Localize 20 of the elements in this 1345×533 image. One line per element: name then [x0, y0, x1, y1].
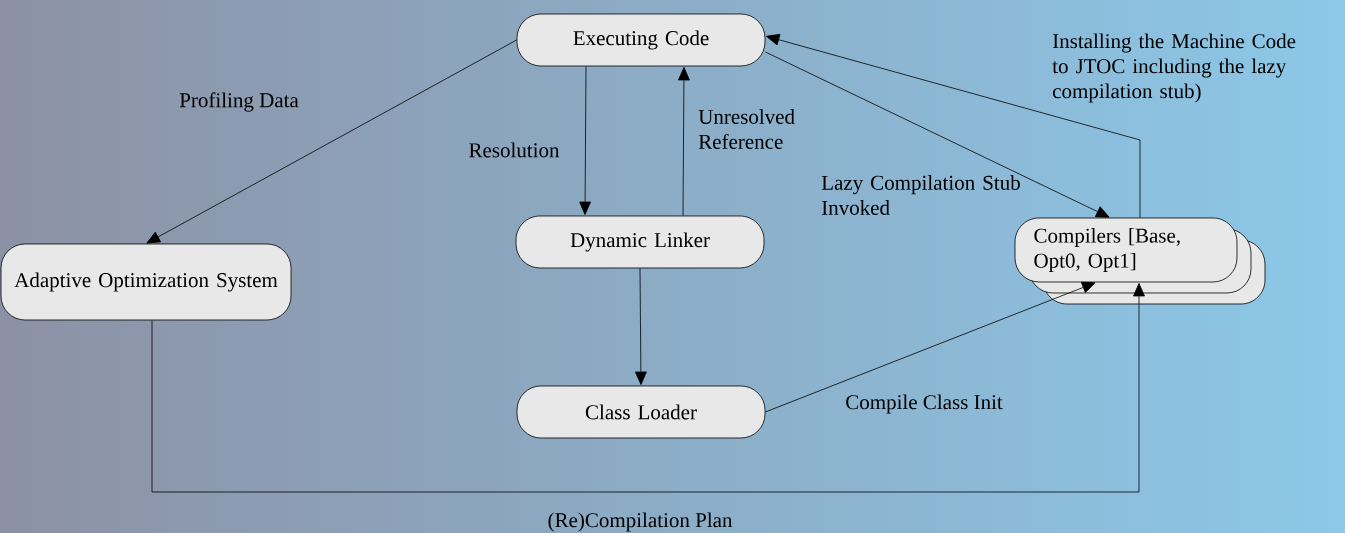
- process-box: Executing Code: [516, 13, 766, 67]
- process-box: Dynamic Linker: [515, 215, 765, 269]
- arrow: [765, 51, 1110, 218]
- process-box: Adaptive Optimization System: [0, 243, 292, 321]
- edge-label: (Re)Compilation Plan: [548, 512, 733, 532]
- process-box: Class Loader: [516, 385, 766, 439]
- edge-label: Compile Class Init: [846, 394, 1003, 414]
- arrow: [635, 268, 647, 385]
- arrow: [765, 281, 1096, 413]
- arrow: [146, 39, 517, 244]
- arrow: [151, 283, 1145, 493]
- arrow: [678, 67, 690, 216]
- edge-label: Installing the Machine Code to JTOC including the lazy compilation stub): [1052, 33, 1296, 103]
- edge-label: Lazy Compilation Stub Invoked: [821, 175, 1020, 215]
- stacked-box: Compilers [Base, Opt0, Opt1]: [1014, 217, 1266, 305]
- edge-label: Unresolved Reference: [698, 109, 795, 149]
- arrow: [766, 33, 1141, 218]
- arrow: [579, 66, 591, 215]
- edge-label: Resolution: [469, 142, 560, 158]
- edge-label: Profiling Data: [179, 92, 299, 112]
